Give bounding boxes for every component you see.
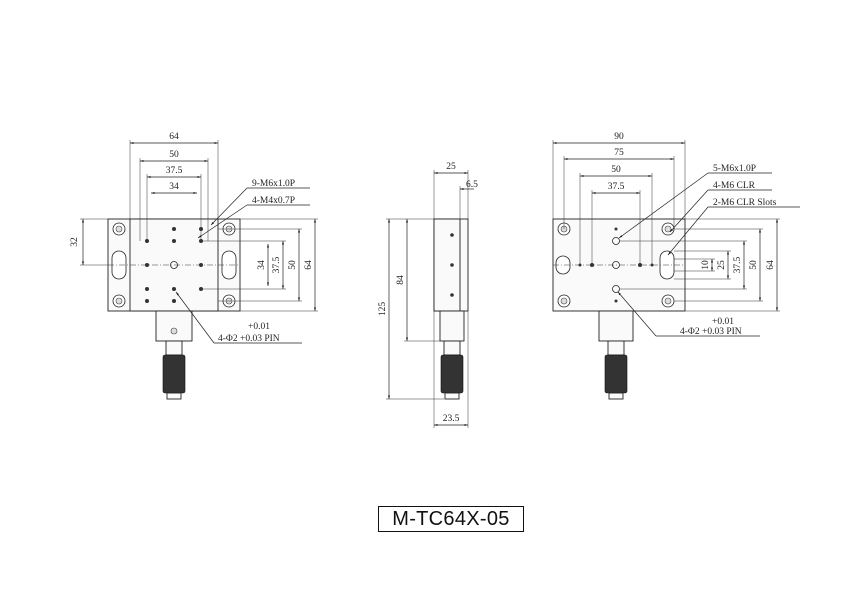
- right-dim-v25: 25: [717, 260, 727, 270]
- model-title: M-TC64X-05: [378, 506, 524, 532]
- right-horizontal-dims: 90 75 50 37.5: [552, 132, 686, 265]
- left-dim-50: 50: [169, 150, 179, 160]
- side-dims: 25 6.5 125 84 23.5: [378, 162, 478, 428]
- right-drive-housing: [598, 310, 634, 342]
- side-dim-25: 25: [446, 162, 456, 172]
- side-dim-125: 125: [378, 302, 388, 317]
- right-dim-75: 75: [614, 148, 624, 158]
- right-callouts: 5-M6x1.0P 4-M6 CLR 2-M6 CLR Slots +0.01 …: [617, 164, 800, 337]
- left-callout-pin-tol: +0.01: [248, 322, 270, 332]
- left-callouts: 9-M6x1.0P 4-M4x0.7P +0.01 4-Φ2 +0.03 PIN: [175, 179, 310, 344]
- left-dim-v375: 37.5: [272, 256, 282, 273]
- right-dim-50: 50: [611, 165, 621, 175]
- left-dim-v34: 34: [257, 260, 267, 270]
- right-callout-slots: 2-M6 CLR Slots: [713, 198, 777, 208]
- left-dim-v50: 50: [288, 260, 298, 270]
- right-top-view: 90 75 50 37.5 64 50 37.: [552, 132, 800, 400]
- side-view: 25 6.5 125 84 23.5: [378, 162, 478, 428]
- right-micrometer-thimble: [604, 354, 628, 394]
- left-vertical-dims: 64 50 37.5 34: [201, 218, 318, 312]
- left-micrometer-sleeve: [165, 340, 183, 356]
- left-drive-housing: [155, 310, 193, 342]
- right-vertical-dims: 64 50 37.5 25 10: [620, 218, 780, 312]
- left-micrometer-thimble: [162, 354, 186, 394]
- right-callout-pin-tol: +0.01: [712, 317, 734, 327]
- left-dim-v64: 64: [304, 260, 314, 270]
- left-dim-34: 34: [169, 182, 179, 192]
- side-dim-84: 84: [396, 275, 406, 285]
- right-dim-v10: 10: [701, 260, 711, 270]
- left-corner-holes: [112, 222, 236, 308]
- left-callout-m6: 9-M6x1.0P: [252, 179, 295, 189]
- right-callout-m6: 5-M6x1.0P: [713, 164, 756, 174]
- left-horizontal-dims: 64 50 37.5 34: [129, 132, 219, 241]
- right-dim-v375: 37.5: [733, 256, 743, 273]
- side-dim-65: 6.5: [466, 180, 478, 190]
- right-dim-v50: 50: [749, 260, 759, 270]
- left-dim-64: 64: [169, 132, 179, 142]
- left-top-view: 64 50 37.5 34 32 64: [70, 132, 318, 400]
- right-callout-pin: 4-Φ2 +0.03 PIN: [680, 327, 742, 337]
- right-callout-clr: 4-M6 CLR: [713, 181, 756, 191]
- left-dim-32-group: 32: [70, 218, 108, 266]
- left-dim-375: 37.5: [166, 166, 183, 176]
- side-dim-235: 23.5: [443, 414, 460, 424]
- left-callout-m4: 4-M4x0.7P: [252, 196, 295, 206]
- right-dim-375: 37.5: [608, 182, 625, 192]
- right-dim-90: 90: [614, 132, 624, 142]
- right-dim-v64: 64: [766, 260, 776, 270]
- left-dim-32: 32: [70, 237, 80, 247]
- side-drive-housing: [439, 310, 465, 342]
- left-callout-pin: 4-Φ2 +0.03 PIN: [218, 334, 280, 344]
- side-micrometer-thimble: [440, 354, 464, 394]
